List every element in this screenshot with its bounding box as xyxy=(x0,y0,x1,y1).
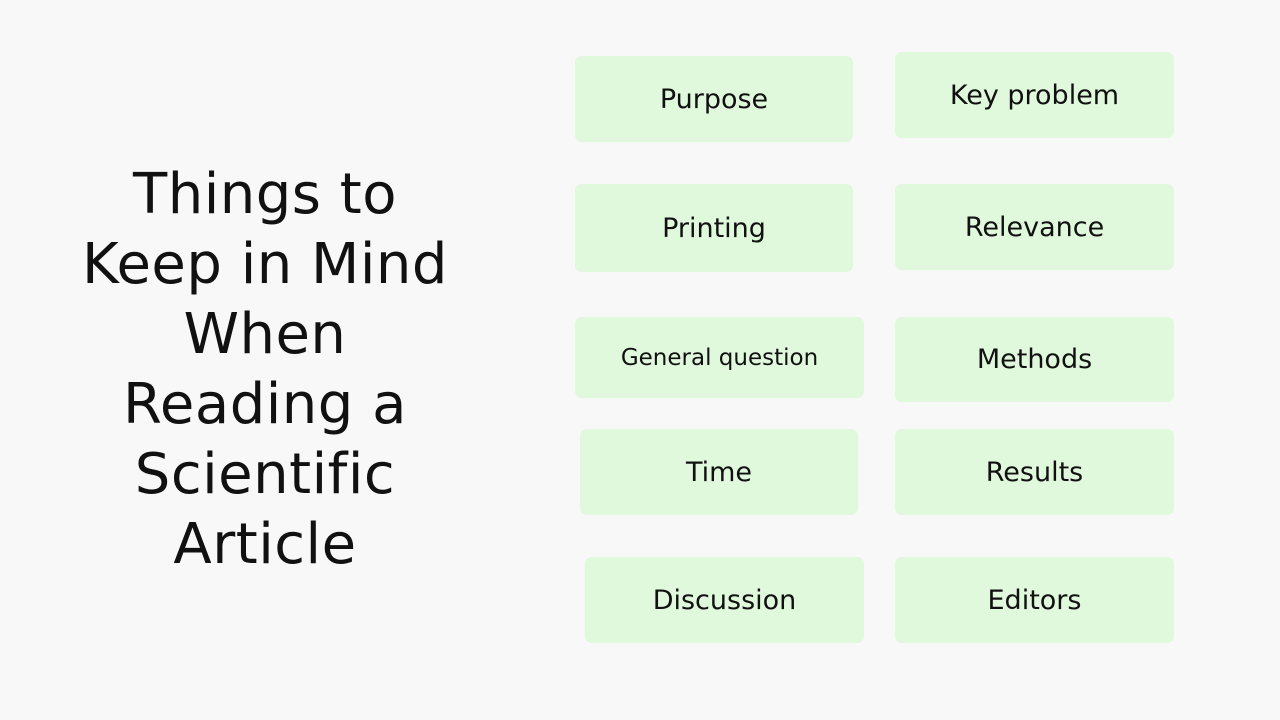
item-purpose: Purpose xyxy=(575,56,853,142)
item-label: General question xyxy=(620,344,819,371)
item-general-question: General question xyxy=(575,317,864,398)
item-results: Results xyxy=(895,429,1174,515)
item-time: Time xyxy=(580,429,858,515)
item-label: Methods xyxy=(976,344,1093,375)
item-label: Editors xyxy=(987,584,1082,616)
item-label: Printing xyxy=(662,212,766,244)
item-label: Results xyxy=(985,456,1084,488)
item-discussion: Discussion xyxy=(585,557,864,643)
item-label: Purpose xyxy=(659,83,769,115)
item-label: Relevance xyxy=(964,211,1105,243)
item-relevance: Relevance xyxy=(895,184,1174,270)
slide-title: Things to Keep in Mind When Reading a Sc… xyxy=(82,162,448,577)
item-editors: Editors xyxy=(895,557,1174,643)
item-key-problem: Key problem xyxy=(895,52,1174,138)
item-methods: Methods xyxy=(895,317,1174,402)
item-label: Key problem xyxy=(949,79,1120,111)
item-label: Discussion xyxy=(652,584,797,616)
item-label: Time xyxy=(685,456,753,488)
item-printing: Printing xyxy=(575,184,853,272)
